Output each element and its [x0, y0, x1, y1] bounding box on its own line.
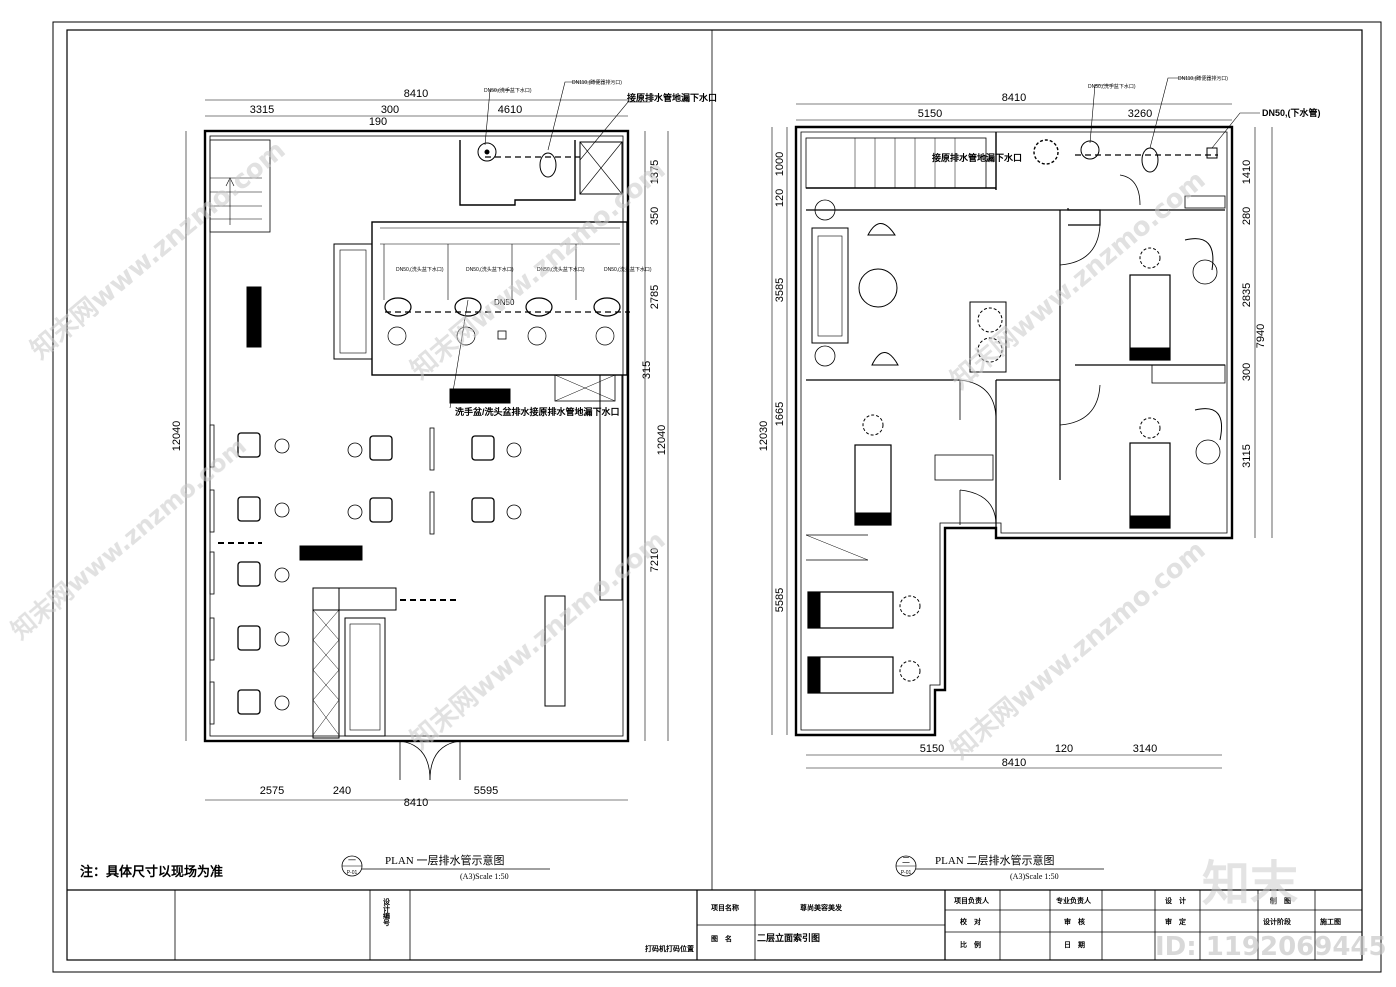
right-small-label-1: DN50,(洗手盆下水口)	[1088, 83, 1136, 90]
dim-left-top-total: 8410	[404, 88, 428, 100]
sink-label-3: DN50,(洗头盆下水口)	[537, 266, 585, 273]
tb-project-lead: 项目负责人	[954, 896, 990, 905]
dim-right-left-e: 5585	[774, 588, 786, 612]
left-stair	[209, 139, 271, 233]
sink-label-2: DN50,(洗头盆下水口)	[466, 266, 514, 273]
right-plan-labels: 8410 5150 3260 5150 120 3140 8410 12030 …	[758, 75, 1321, 881]
left-small-label-2: DN110,(蹲便器排污口)	[572, 79, 622, 86]
tb-review: 审 核	[1064, 917, 1085, 926]
right-plan-title: PLAN 二层排水管示意图	[935, 853, 1054, 867]
dim-left-right-a: 1375	[649, 160, 661, 184]
tb-drawing-name: 二层立面索引图	[757, 932, 820, 943]
right-ref-sub: P-01	[901, 870, 912, 876]
watermark-url-5: 知末网www.znzmo.com	[945, 535, 1211, 765]
left-outer-wall	[203, 129, 630, 743]
tb-design-stage: 设计阶段	[1263, 917, 1291, 926]
tb-date: 日 期	[1064, 940, 1085, 949]
tb-proofread: 校 对	[960, 917, 981, 926]
dim-left-left-total: 12040	[171, 421, 183, 452]
dim-right-left-d: 1665	[774, 402, 786, 426]
dim-left-right-c: 2785	[649, 285, 661, 309]
left-ref-symbol: 一	[348, 856, 356, 865]
tb-drawing-name-label: 图 名	[711, 934, 732, 943]
tb-design: 设 计	[1165, 896, 1186, 905]
dim-right-right-total: 7940	[1255, 324, 1267, 348]
dim-left-bottom-b: 240	[333, 785, 351, 797]
dim-left-right-e: 7210	[649, 548, 661, 572]
tb-discipline-lead: 专业负责人	[1056, 896, 1092, 905]
inner-border	[66, 29, 1363, 961]
dim-right-top-total: 8410	[1002, 92, 1026, 104]
left-small-label-1: DN50,(洗手盆下水口)	[484, 87, 532, 94]
watermark-layer: 知末网www.znzmo.com 知末网www.znzmo.com 知末网www…	[6, 135, 1211, 765]
right-outer-wall	[794, 125, 1234, 737]
right-floor-plan	[771, 77, 1273, 769]
right-ref-symbol: 二	[902, 856, 910, 865]
left-floor-plan	[185, 81, 669, 801]
left-plan-title: PLAN 一层排水管示意图	[385, 853, 504, 867]
watermark-brand: 知末	[1202, 856, 1298, 912]
dim-left-top-a: 3315	[250, 104, 274, 116]
dim-right-bottom-b: 120	[1055, 743, 1073, 755]
dim-right-left-c: 3585	[774, 278, 786, 302]
dim-right-left-total: 12030	[758, 421, 770, 452]
dim-left-bottom-a: 2575	[260, 785, 284, 797]
watermark-url-6: 知末网www.znzmo.com	[6, 432, 252, 645]
watermark-url-4: 知末网www.znzmo.com	[405, 525, 671, 755]
dim-left-top-b: 300	[381, 104, 399, 116]
dim-left-right-b: 350	[649, 207, 661, 225]
dim-right-right-c: 2835	[1241, 283, 1253, 307]
dim-right-right-a: 1410	[1241, 160, 1253, 184]
right-dn50-down-label: DN50,(下水管)	[1262, 107, 1321, 118]
title-block-text: 设计编号 打码机打码位置 项目名称 尊尚美容美发 图 名 二层立面索引图 项目负…	[382, 896, 1341, 953]
tb-drafting: 制 图	[1270, 896, 1291, 905]
sink-label-4: DN50,(洗头盆下水口)	[604, 266, 652, 273]
dim-left-top-d: 190	[369, 116, 387, 128]
dim-right-top-b: 3260	[1128, 108, 1152, 120]
dim-right-right-e: 3115	[1241, 444, 1253, 468]
outer-border	[52, 21, 1382, 973]
dim-right-bottom-a: 5150	[920, 743, 944, 755]
dim-right-right-d: 300	[1241, 363, 1253, 381]
general-note: 注：具体尺寸以现场为准	[80, 864, 223, 879]
tb-project-name-label: 项目名称	[711, 903, 739, 912]
basin-note: 洗手盆/洗头盆排水接原排水管地漏下水口	[455, 406, 620, 417]
dim-left-top-c: 4610	[498, 104, 522, 116]
dim-right-left-a: 120	[774, 189, 786, 207]
dim-right-right-b: 280	[1241, 207, 1253, 225]
right-floor-drain-label: 接原排水管地漏下水口	[932, 152, 1022, 163]
dim-left-right-d: 315	[641, 361, 653, 379]
dim-right-bottom-c: 3140	[1133, 743, 1157, 755]
right-plan-scale: (A3)Scale 1:50	[1010, 872, 1059, 881]
tb-construction-drawing: 施工图	[1320, 917, 1341, 926]
left-plan-scale: (A3)Scale 1:50	[460, 872, 509, 881]
tb-print-pos: 打码机打码位置	[645, 944, 694, 953]
left-ref-sub: P-01	[347, 870, 358, 876]
tb-approve: 审 定	[1165, 917, 1186, 926]
watermark-url-3: 知末网www.znzmo.com	[945, 165, 1211, 395]
dim-left-bottom-total: 8410	[404, 797, 428, 809]
title-block	[67, 889, 1362, 960]
tb-project-name: 尊尚美容美发	[800, 903, 843, 912]
watermark-id: ID: 1192069445	[1155, 932, 1387, 962]
right-small-label-2: DN110,(蹲便器排污口)	[1178, 75, 1228, 82]
dim-right-top-a: 5150	[918, 108, 942, 120]
dn50-label: DN50	[494, 298, 515, 307]
right-stair	[805, 137, 987, 189]
tb-scale-label: 比 例	[960, 940, 981, 949]
left-plan-labels: 8410 3315 300 4610 190 2575 240 5595 841…	[171, 79, 717, 881]
salon-chairs-left	[237, 432, 522, 715]
dim-right-bottom-total: 8410	[1002, 757, 1026, 769]
sink-label-1: DN50,(洗头盆下水口)	[396, 266, 444, 273]
dim-left-bottom-c: 5595	[474, 785, 498, 797]
left-floor-drain-label: 接原排水管地漏下水口	[627, 92, 717, 103]
dim-left-right-total: 12040	[656, 425, 668, 456]
tb-design-no: 设计编号	[382, 897, 390, 927]
dim-right-left-b: 1000	[774, 152, 786, 176]
